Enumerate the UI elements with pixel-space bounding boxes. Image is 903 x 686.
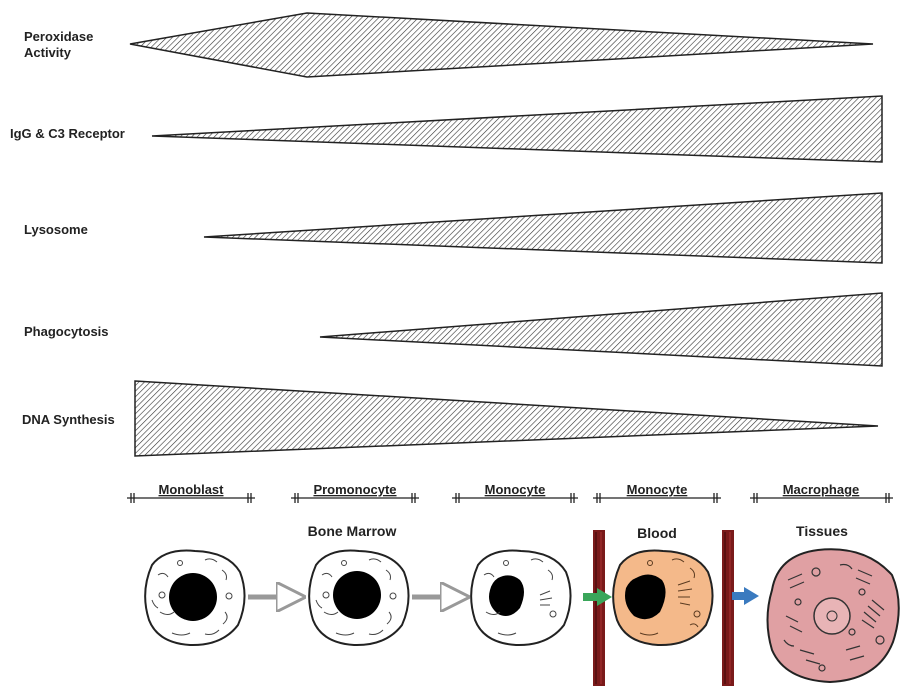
label-phagocytosis: Phagocytosis bbox=[24, 324, 109, 339]
arrow-to-tissue bbox=[732, 587, 759, 605]
wedge-peroxidase bbox=[129, 12, 874, 78]
stage-bracket-promonocyte bbox=[291, 493, 419, 503]
wedge-dna-synthesis bbox=[134, 380, 879, 457]
stage-label-promonocyte: Promonocyte bbox=[313, 482, 396, 497]
stage-label-monocyte-marrow: Monocyte bbox=[485, 482, 546, 497]
stage-bracket-monocyte-marrow bbox=[452, 493, 578, 503]
location-blood: Blood bbox=[637, 525, 677, 541]
stage-label-monocyte-blood: Monocyte bbox=[627, 482, 688, 497]
wedge-phagocytosis bbox=[319, 292, 883, 367]
label-peroxidase: Peroxidase Activity bbox=[24, 29, 134, 61]
cell-promonocyte bbox=[308, 549, 410, 647]
stage-label-monoblast: Monoblast bbox=[159, 482, 225, 497]
label-lysosome: Lysosome bbox=[24, 222, 88, 237]
vessel-wall-right bbox=[722, 530, 734, 686]
stage-label-macrophage: Macrophage bbox=[783, 482, 860, 497]
wedge-igg-c3 bbox=[151, 95, 883, 163]
location-tissues: Tissues bbox=[796, 523, 848, 539]
cell-monocyte-blood bbox=[612, 549, 714, 647]
stage-bracket-monoblast bbox=[127, 493, 255, 503]
cell-monocyte-marrow bbox=[470, 549, 572, 647]
stage-bracket-macrophage bbox=[750, 493, 893, 503]
label-igg-c3: IgG & C3 Receptor bbox=[10, 126, 125, 141]
label-dna-synthesis: DNA Synthesis bbox=[22, 412, 115, 427]
label-peroxidase-text: Peroxidase Activity bbox=[24, 29, 94, 60]
cell-monoblast bbox=[144, 549, 246, 647]
vessel-wall-left bbox=[593, 530, 605, 686]
wedge-lysosome bbox=[203, 192, 883, 264]
location-bone-marrow: Bone Marrow bbox=[308, 523, 397, 539]
stage-bracket-monocyte-blood bbox=[593, 493, 721, 503]
arrow-to-blood bbox=[583, 588, 612, 606]
cell-macrophage bbox=[766, 548, 900, 684]
